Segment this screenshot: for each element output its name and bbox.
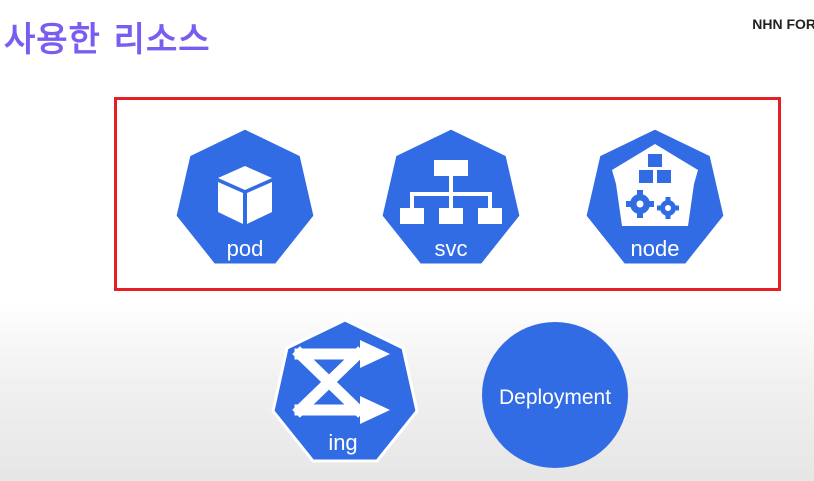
highlight-box xyxy=(114,97,781,291)
network-tree-icon xyxy=(400,160,502,224)
pod-label: pod xyxy=(227,236,264,261)
crossing-arrows-icon xyxy=(292,346,368,418)
deployment-label: Deployment xyxy=(499,386,611,409)
svc-resource: svc xyxy=(378,126,524,272)
node-resource: node xyxy=(582,126,728,272)
node-label: node xyxy=(631,236,680,261)
ing-resource: ing xyxy=(270,318,420,468)
ing-label: ing xyxy=(328,430,357,455)
cube-icon xyxy=(218,166,272,224)
circle-shape xyxy=(482,322,628,468)
brand-logo-text: NHN FOR xyxy=(752,16,814,32)
gear-icon xyxy=(626,190,679,219)
deployment-resource: Deployment xyxy=(480,320,630,470)
pod-resource: pod xyxy=(172,126,318,272)
slide-title: 사용한 리소스 xyxy=(4,20,211,60)
node-cubes-icon xyxy=(612,144,698,226)
svc-label: svc xyxy=(435,236,468,261)
heptagon-shape xyxy=(173,126,317,267)
